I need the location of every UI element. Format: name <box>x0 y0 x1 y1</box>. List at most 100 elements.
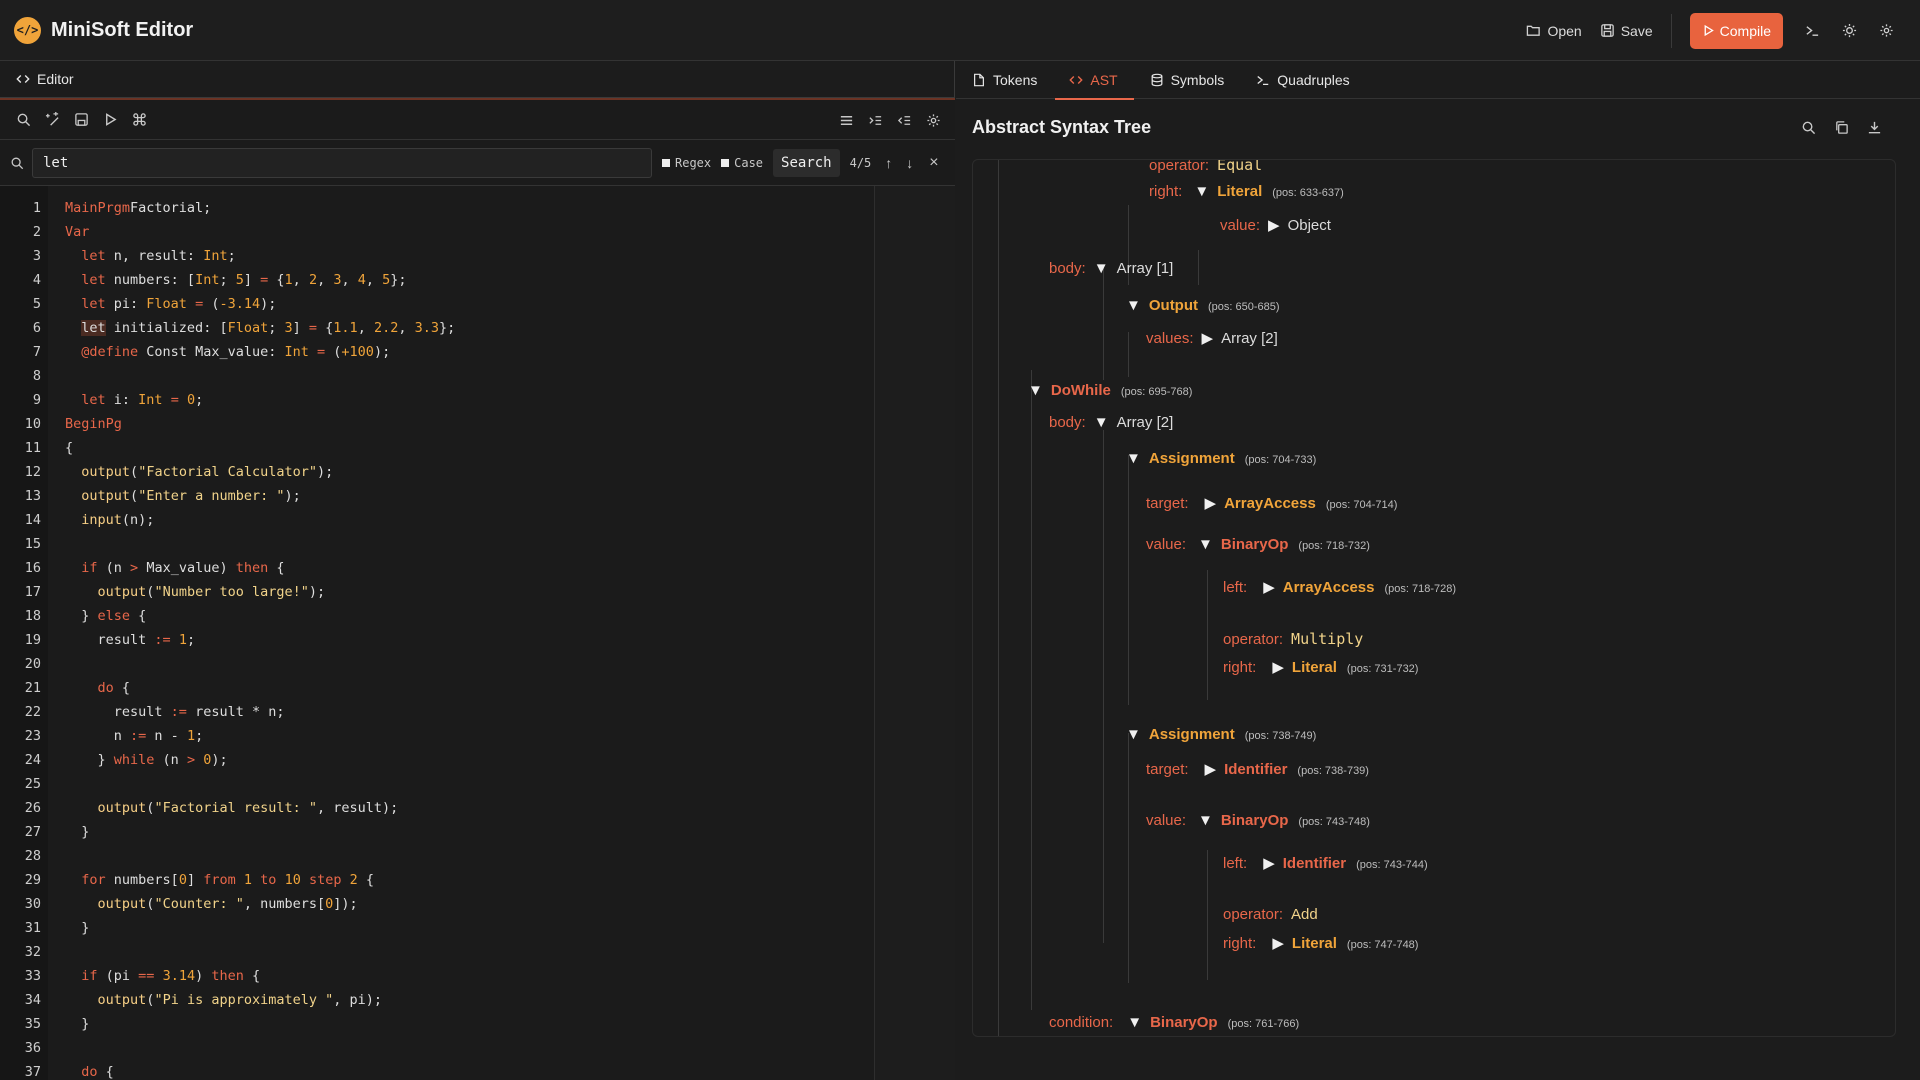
collapse-icon[interactable]: ▼ <box>1093 414 1109 431</box>
code-line[interactable]: 14 input(n); <box>0 508 874 532</box>
wrap-button[interactable] <box>839 113 854 128</box>
expand-icon[interactable]: ▶ <box>1201 330 1214 347</box>
minimap[interactable] <box>874 186 955 1080</box>
ast-field-target[interactable]: target:▶ArrayAccess(pos: 704-714) <box>1146 484 1397 512</box>
run-button[interactable] <box>103 112 118 127</box>
code-line[interactable]: 22 result := result * n; <box>0 700 874 724</box>
code-line[interactable]: 15 <box>0 532 874 556</box>
code-line[interactable]: 8 <box>0 364 874 388</box>
regex-checkbox[interactable] <box>662 158 670 167</box>
ast-field-body[interactable]: body:▼Array [2] <box>1049 414 1173 431</box>
collapse-icon[interactable]: ▼ <box>1126 726 1141 743</box>
code-line[interactable]: 35 } <box>0 1012 874 1036</box>
ast-field-body[interactable]: body:▼Array [1] <box>1049 260 1173 277</box>
collapse-icon[interactable]: ▼ <box>1198 812 1213 829</box>
code-line[interactable]: 5 let pi: Float = (-3.14); <box>0 292 874 316</box>
code-line[interactable]: 6 let initialized: [Float; 3] = {1.1, 2.… <box>0 316 874 340</box>
ast-field-right[interactable]: right:▶Literal(pos: 747-748) <box>1223 934 1418 952</box>
code-line[interactable]: 18 } else { <box>0 604 874 628</box>
editor-settings-button[interactable] <box>926 113 941 128</box>
save-file-button[interactable] <box>74 112 89 127</box>
code-line[interactable]: 12 output("Factorial Calculator"); <box>0 460 874 484</box>
code-line[interactable]: 16 if (n > Max_value) then { <box>0 556 874 580</box>
code-line[interactable]: 27 } <box>0 820 874 844</box>
code-line[interactable]: 9 let i: Int = 0; <box>0 388 874 412</box>
ast-node-dowhile[interactable]: ▼DoWhile(pos: 695-768) <box>1028 382 1192 399</box>
ast-field-value[interactable]: value:▶Object <box>1220 216 1331 234</box>
expand-icon[interactable]: ▶ <box>1263 855 1275 872</box>
ast-field-right[interactable]: right:▼Literal(pos: 633-637) <box>1149 183 1344 200</box>
collapse-icon[interactable]: ▼ <box>1126 297 1141 314</box>
code-line[interactable]: 34 output("Pi is approximately ", pi); <box>0 988 874 1012</box>
expand-icon[interactable]: ▶ <box>1204 761 1217 778</box>
code-line[interactable]: 13 output("Enter a number: "); <box>0 484 874 508</box>
code-line[interactable]: 7 @define Const Max_value: Int = (+100); <box>0 340 874 364</box>
expand-icon[interactable]: ▶ <box>1204 495 1217 512</box>
code-line[interactable]: 31 } <box>0 916 874 940</box>
ast-field-left[interactable]: left:▶ArrayAccess(pos: 718-728) <box>1223 578 1456 596</box>
expand-icon[interactable]: ▶ <box>1268 217 1280 234</box>
code-line[interactable]: 19 result := 1; <box>0 628 874 652</box>
ast-node-assignment[interactable]: ▼Assignment(pos: 704-733) <box>1126 450 1316 467</box>
code-line[interactable]: 30 output("Counter: ", numbers[0]); <box>0 892 874 916</box>
code-line[interactable]: 24 } while (n > 0); <box>0 748 874 772</box>
next-match-button[interactable]: ↓ <box>906 154 914 171</box>
ast-node-assignment[interactable]: ▼Assignment(pos: 738-749) <box>1126 726 1316 743</box>
collapse-icon[interactable]: ▼ <box>1127 1014 1143 1031</box>
case-toggle[interactable]: Case <box>721 156 763 170</box>
case-checkbox[interactable] <box>721 158 730 167</box>
command-button[interactable] <box>132 112 147 127</box>
find-button[interactable] <box>16 112 31 127</box>
format-button[interactable] <box>45 112 60 127</box>
expand-icon[interactable]: ▶ <box>1272 935 1284 952</box>
previous-match-button[interactable]: ↑ <box>885 154 893 171</box>
outdent-button[interactable] <box>897 113 912 128</box>
code-line[interactable]: 36 <box>0 1036 874 1060</box>
code-line[interactable]: 29 for numbers[0] from 1 to 10 step 2 { <box>0 868 874 892</box>
expand-icon[interactable]: ▶ <box>1263 579 1275 596</box>
copy-tree-button[interactable] <box>1834 120 1849 135</box>
ast-field-values[interactable]: values:▶Array [2] <box>1146 329 1278 347</box>
tab-quadruples[interactable]: Quadruples <box>1256 61 1350 99</box>
ast-field-value[interactable]: value:▼BinaryOp(pos: 743-748) <box>1146 812 1370 829</box>
collapse-icon[interactable]: ▼ <box>1198 536 1213 553</box>
code-line[interactable]: 23 n := n - 1; <box>0 724 874 748</box>
collapse-icon[interactable]: ▼ <box>1126 450 1141 467</box>
search-button[interactable]: Search <box>773 148 840 177</box>
tab-symbols[interactable]: Symbols <box>1150 61 1224 99</box>
code-line[interactable]: 4 let numbers: [Int; 5] = {1, 2, 3, 4, 5… <box>0 268 874 292</box>
code-line[interactable]: 17 output("Number too large!"); <box>0 580 874 604</box>
code-line[interactable]: 26 output("Factorial result: ", result); <box>0 796 874 820</box>
compile-button[interactable]: Compile <box>1689 12 1783 49</box>
ast-node-output[interactable]: ▼Output(pos: 650-685) <box>1126 297 1280 314</box>
ast-field-condition[interactable]: condition:▼BinaryOp(pos: 761-766) <box>1049 1004 1299 1031</box>
download-tree-button[interactable] <box>1867 120 1882 135</box>
code-line[interactable]: 28 <box>0 844 874 868</box>
theme-toggle-button[interactable] <box>1842 23 1857 38</box>
tab-tokens[interactable]: Tokens <box>972 61 1037 99</box>
search-tree-button[interactable] <box>1801 120 1816 135</box>
terminal-button[interactable] <box>1805 23 1820 38</box>
code-line[interactable]: 32 <box>0 940 874 964</box>
ast-field-right[interactable]: right:▶Literal(pos: 731-732) <box>1223 658 1418 676</box>
code-line[interactable]: 37 do { <box>0 1060 874 1080</box>
code-line[interactable]: 20 <box>0 652 874 676</box>
code-line[interactable]: 25 <box>0 772 874 796</box>
code-line[interactable]: 11{ <box>0 436 874 460</box>
ast-field-left[interactable]: left:▶Identifier(pos: 743-744) <box>1223 854 1428 872</box>
regex-toggle[interactable]: Regex <box>662 156 711 170</box>
collapse-icon[interactable]: ▼ <box>1093 260 1109 277</box>
collapse-icon[interactable]: ▼ <box>1028 382 1043 399</box>
ast-field-value[interactable]: value:▼BinaryOp(pos: 718-732) <box>1146 536 1370 553</box>
find-input[interactable]: let <box>32 147 652 178</box>
tab-ast[interactable]: AST <box>1055 61 1134 100</box>
code-line[interactable]: 33 if (pi == 3.14) then { <box>0 964 874 988</box>
settings-button[interactable] <box>1879 23 1894 38</box>
ast-field-target[interactable]: target:▶Identifier(pos: 738-739) <box>1146 760 1369 778</box>
save-button[interactable]: Save <box>1600 23 1653 39</box>
